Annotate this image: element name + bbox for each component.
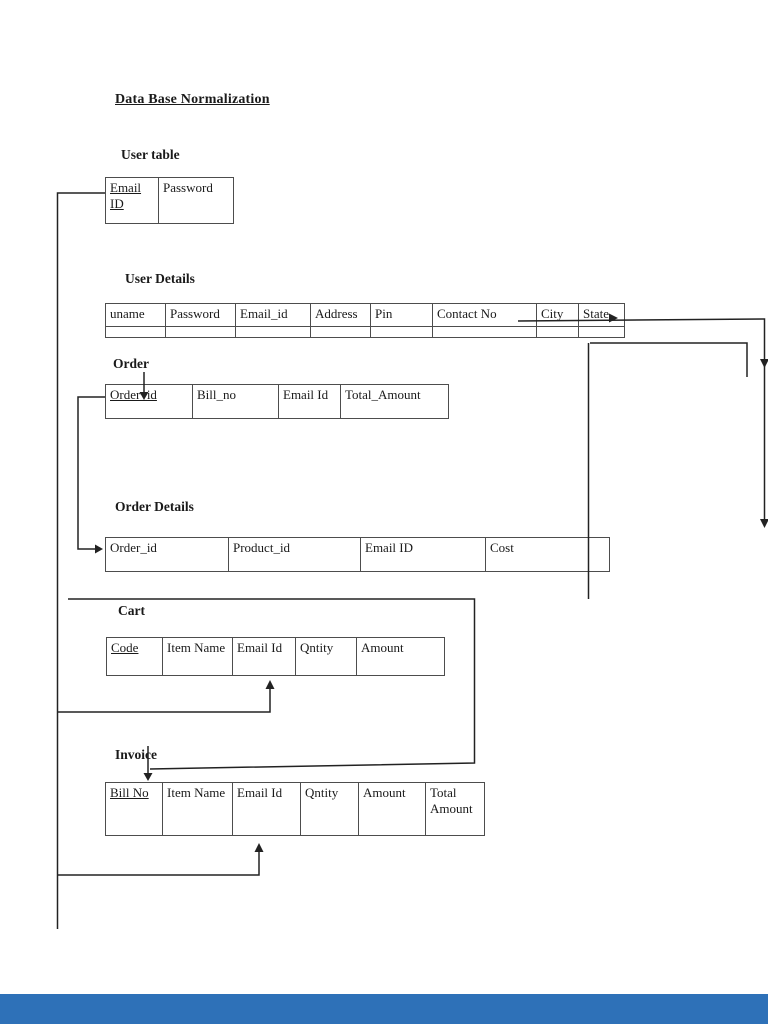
empty-cell (371, 327, 433, 337)
column-header-cell: Cost (490, 540, 514, 555)
empty-cell (106, 327, 166, 337)
table-header-row: Email ID Password (106, 178, 233, 223)
column-header-cell: Product_id (229, 538, 361, 571)
column-header-cell: Order_id (106, 385, 193, 418)
cart-email-arrowhead (265, 680, 275, 689)
invoice-billno-arrowhead (143, 773, 153, 781)
empty-cell (433, 327, 537, 337)
column-header-cell: Total Amount (430, 785, 473, 816)
column-header-cell: Email Id (233, 638, 296, 675)
invoice-email-arrowhead (254, 843, 264, 852)
corner-connector-line (590, 342, 748, 377)
invoice-table: Bill No Item Name Email Id Qntity Amount… (105, 782, 485, 836)
table-header-row: Code Item Name Email Id Qntity Amount (107, 638, 444, 675)
document-title: Data Base Normalization (115, 92, 270, 107)
column-header-cell: Qntity (296, 638, 357, 675)
order-details-table: Order_id Product_id Email ID Cost (105, 537, 610, 572)
empty-row (106, 326, 624, 337)
column-header-cell: Item Name (163, 783, 233, 835)
column-header-cell: Contact No (433, 304, 537, 326)
column-header-cell: State (583, 306, 609, 321)
heading-user-table: User table (121, 147, 180, 162)
cart-table: Code Item Name Email Id Qntity Amount (106, 637, 445, 676)
heading-order: Order (113, 356, 149, 371)
column-header-cell: Total_Amount (345, 387, 421, 402)
table-header-row: Bill No Item Name Email Id Qntity Amount… (106, 783, 484, 835)
table-header-row: Order_id Bill_no Email Id Total_Amount (106, 385, 448, 418)
column-header-cell: Amount (359, 783, 426, 835)
cart-email-arrow-line (57, 687, 271, 713)
column-header-cell: Order_id (106, 538, 229, 571)
table-header-row: uname Password Email_id Address Pin Cont… (106, 304, 624, 326)
column-header-cell: Code (107, 638, 163, 675)
heading-order-details: Order Details (115, 499, 194, 514)
user-table: Email ID Password (105, 177, 234, 224)
column-header-cell: Email_id (236, 304, 311, 326)
user-email-fk-line (56, 192, 105, 929)
column-header-cell: Amount (361, 640, 404, 655)
column-header-cell: Password (166, 304, 236, 326)
column-header-cell: Item Name (163, 638, 233, 675)
heading-user-details: User Details (125, 271, 195, 286)
column-header-cell: uname (106, 304, 166, 326)
empty-cell (579, 327, 624, 337)
empty-cell (311, 327, 371, 337)
user-details-table: uname Password Email_id Address Pin Cont… (105, 303, 625, 338)
heading-cart: Cart (118, 603, 145, 618)
empty-cell (166, 327, 236, 337)
column-header-cell: Email ID (106, 178, 159, 223)
column-header-cell: Email Id (279, 385, 341, 418)
state-right-edge-line (517, 318, 766, 520)
column-header-cell: Email Id (233, 783, 301, 835)
table-header-row: Order_id Product_id Email ID Cost (106, 538, 609, 571)
column-header-cell: Bill No (106, 783, 163, 835)
empty-cell (236, 327, 311, 337)
right-edge-mid-arrowhead (760, 359, 768, 368)
orderdetails-arrowhead (95, 544, 103, 554)
order-table: Order_id Bill_no Email Id Total_Amount (105, 384, 449, 419)
column-header-cell: City (537, 304, 579, 326)
column-header-cell: Email ID (361, 538, 486, 571)
right-edge-end-arrowhead (760, 519, 768, 528)
order-to-orderdetails-line (77, 396, 105, 550)
column-header-cell: Address (311, 304, 371, 326)
invoice-email-arrow-line (57, 850, 260, 876)
column-header-cell: Bill_no (193, 385, 279, 418)
empty-cell (537, 327, 579, 337)
cart-loop-connector (68, 598, 476, 770)
heading-invoice: Invoice (115, 747, 157, 762)
viewer-footer-bar (0, 994, 768, 1024)
column-header-cell: Pin (371, 304, 433, 326)
column-header-cell: Password (163, 180, 213, 195)
column-header-cell: Qntity (301, 783, 359, 835)
